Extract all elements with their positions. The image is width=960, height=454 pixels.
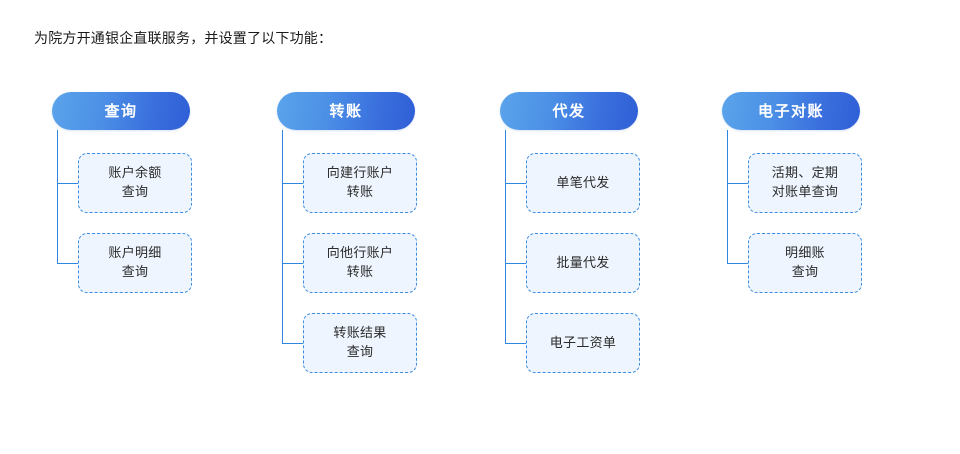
leaf-node[interactable]: 活期、定期 对账单查询 [748,153,862,213]
leaf-node-label: 账户明细 查询 [108,246,162,280]
connector-stub [727,263,748,265]
connector-trunk [282,130,284,343]
branch-header-label: 代发 [552,101,586,120]
leaf-node-label: 向他行账户 转账 [326,246,394,280]
leaf-node-label: 批量代发 [556,255,610,271]
connector-stub [282,343,303,345]
branch-column-3: 代发 单笔代发 批量代发 电子工资单 [500,0,722,454]
connector-trunk [505,130,507,343]
branch-header-2[interactable]: 转账 [277,92,415,130]
branch-column-4: 电子对账 活期、定期 对账单查询 明细账 查询 [722,0,944,454]
branch-header-label: 电子对账 [757,101,824,120]
connector-trunk [727,130,729,263]
connector-stub [505,343,526,345]
leaf-node[interactable]: 账户明细 查询 [78,233,192,293]
connector-stub [57,263,78,265]
branch-column-1: 查询 账户余额 查询 账户明细 查询 [52,0,274,454]
leaf-node-label: 转账结果 查询 [333,326,387,360]
leaf-node[interactable]: 明细账 查询 [748,233,862,293]
leaf-node-label: 明细账 查询 [785,246,825,280]
branch-header-label: 查询 [104,101,138,120]
connector-stub [727,183,748,185]
branch-header-label: 转账 [329,101,363,120]
leaf-node[interactable]: 电子工资单 [526,313,640,373]
leaf-node[interactable]: 向他行账户 转账 [303,233,417,293]
leaf-node-label: 账户余额 查询 [108,166,162,200]
branch-column-2: 转账 向建行账户 转账 向他行账户 转账 转账结果 查询 [277,0,499,454]
connector-stub [505,183,526,185]
connector-stub [57,183,78,185]
branch-header-3[interactable]: 代发 [500,92,638,130]
connector-stub [505,263,526,265]
leaf-node[interactable]: 批量代发 [526,233,640,293]
leaf-node-label: 向建行账户 转账 [326,166,394,200]
connector-stub [282,183,303,185]
connector-stub [282,263,303,265]
branch-header-1[interactable]: 查询 [52,92,190,130]
leaf-node-label: 活期、定期 对账单查询 [771,166,839,200]
leaf-node[interactable]: 账户余额 查询 [78,153,192,213]
leaf-node-label: 电子工资单 [549,335,617,351]
leaf-node-label: 单笔代发 [556,175,610,191]
connector-trunk [57,130,59,263]
leaf-node[interactable]: 转账结果 查询 [303,313,417,373]
leaf-node[interactable]: 向建行账户 转账 [303,153,417,213]
branch-header-4[interactable]: 电子对账 [722,92,860,130]
leaf-node[interactable]: 单笔代发 [526,153,640,213]
intro-paragraph: 为院方开通银企直联服务，并设置了以下功能： [34,31,333,47]
